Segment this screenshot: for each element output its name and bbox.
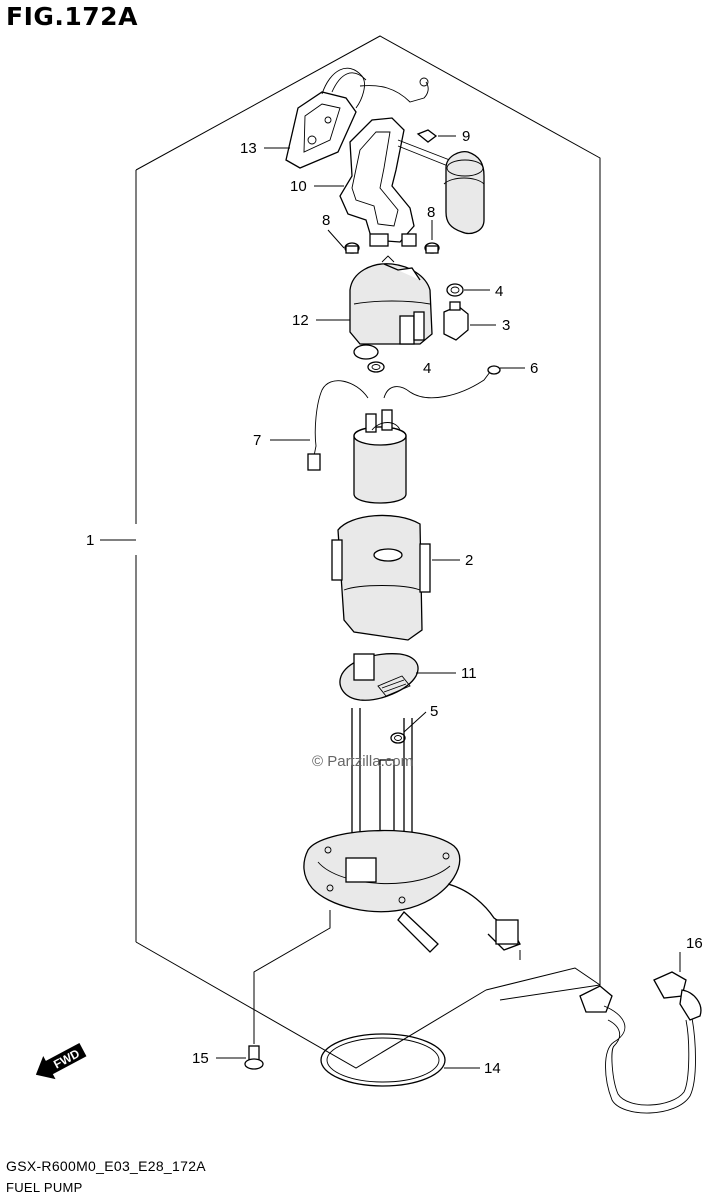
part-7-lead-wire: [307, 380, 369, 471]
part-4-o-ring-upper: [446, 283, 464, 297]
callout-8-right: 8: [427, 204, 435, 221]
callout-13: 13: [240, 140, 257, 157]
callout-5: 5: [430, 703, 438, 720]
callout-14: 14: [484, 1060, 501, 1077]
part-8-bolt-right: [424, 242, 440, 254]
callout-15: 15: [192, 1050, 209, 1067]
part-12-pump-case: [349, 255, 433, 360]
part-10-bracket-float: [339, 117, 485, 247]
callout-3: 3: [502, 317, 510, 334]
part-2-pump-lower-case: [331, 514, 431, 641]
part-3-regulator: [443, 301, 469, 341]
page-caption: FUEL PUMP: [6, 1180, 83, 1195]
part-1-pump-base-assembly: [303, 708, 521, 953]
part-14-gasket: [320, 1033, 446, 1087]
part-11-filter: [339, 653, 419, 701]
callout-4-upper: 4: [495, 283, 503, 300]
callout-12: 12: [292, 312, 309, 329]
callout-9: 9: [462, 128, 470, 145]
part-4-o-ring-lower: [367, 361, 385, 373]
part-6-lead-wire: [383, 365, 501, 399]
callout-8-left: 8: [322, 212, 330, 229]
callout-10: 10: [290, 178, 307, 195]
callout-1: 1: [86, 532, 94, 549]
part-15-bolt: [244, 1045, 264, 1070]
part-13-bracket: [285, 67, 429, 169]
part-8-bolt-left: [344, 242, 360, 254]
callout-labels: 13 10 9 8 8 12 4 3 4 6 7 1 2 11 5 16 14 …: [86, 128, 703, 1077]
part-16-fuel-hose: [579, 971, 702, 1114]
callout-7: 7: [253, 432, 261, 449]
part-5-o-ring: [390, 732, 406, 744]
callout-16: 16: [686, 935, 703, 952]
callout-6: 6: [530, 360, 538, 377]
figure-title: FIG.172A: [6, 2, 138, 31]
part-9-clip: [416, 129, 438, 143]
callout-2: 2: [465, 552, 473, 569]
fuel-pump-motor: [353, 409, 407, 504]
callout-11: 11: [461, 665, 477, 682]
model-code: GSX-R600M0_E03_E28_172A: [6, 1158, 206, 1174]
fwd-arrow-icon: FWD: [35, 1043, 87, 1080]
callout-4-lower: 4: [423, 360, 431, 377]
assembly-boundary: [135, 35, 601, 1069]
watermark: © Partzilla.com: [312, 753, 413, 770]
leader-lines: [100, 135, 681, 1069]
